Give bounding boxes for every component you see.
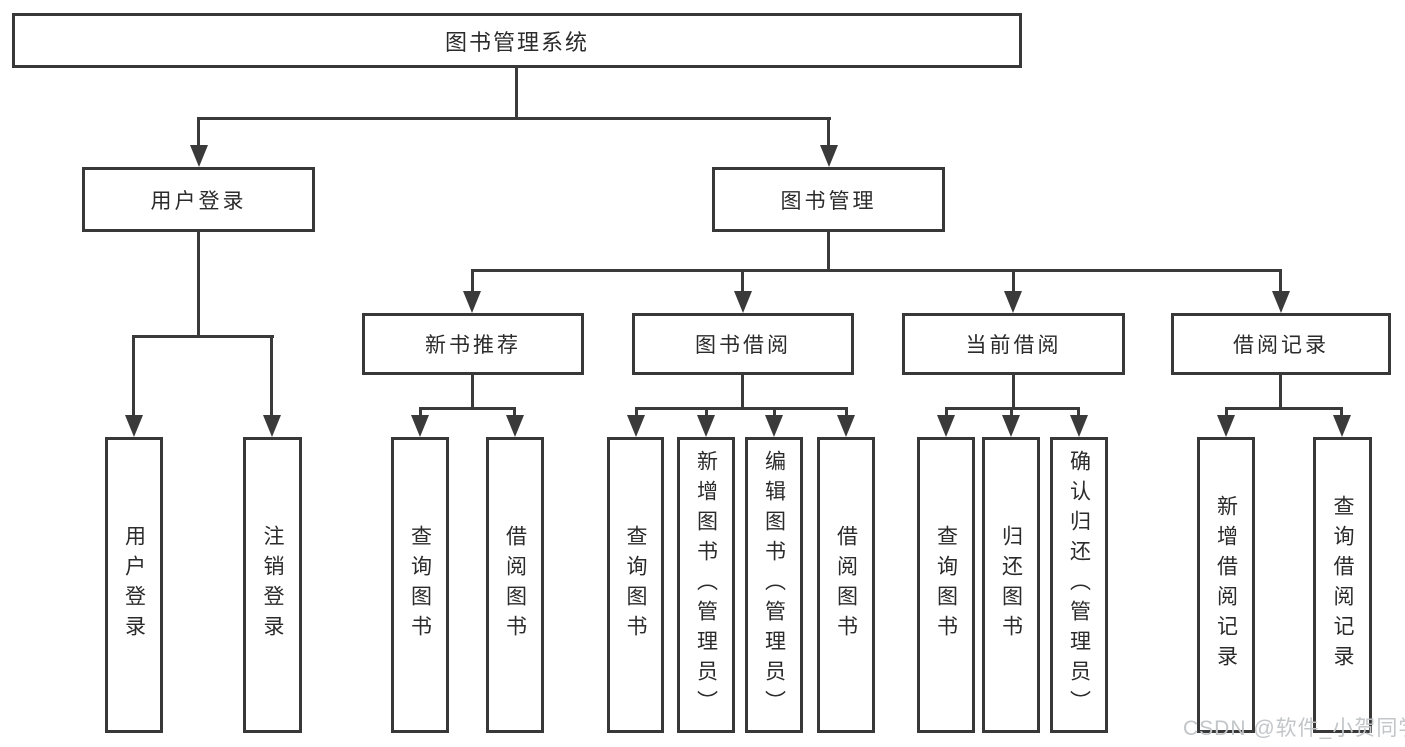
connector-hline <box>419 407 516 410</box>
connector-vline <box>471 373 474 409</box>
connector-vline <box>419 407 422 418</box>
connector-vline <box>1279 373 1282 409</box>
leaf-user-login: 用户登录 <box>105 437 163 733</box>
connector-arrowhead <box>1002 415 1020 437</box>
connector-vline <box>197 231 200 337</box>
connector-hline <box>471 269 1282 272</box>
connector-hline <box>1225 407 1343 410</box>
leaf-label: 借阅图书 <box>834 525 858 645</box>
connector-vline <box>1340 407 1343 418</box>
connector-arrowhead <box>734 291 752 313</box>
node-user-login: 用户登录 <box>82 167 315 232</box>
leaf-label: 查询图书 <box>624 525 647 645</box>
leaf-label: 新增图书（管理员） <box>694 450 718 720</box>
connector-arrowhead <box>1004 291 1022 313</box>
leaf-label: 查询图书 <box>934 525 958 645</box>
connector-hline <box>197 117 831 120</box>
leaf-borrow-books: 借阅图书 <box>486 437 544 733</box>
leaf-edit-book-admin: 编辑图书（管理员） <box>745 437 803 733</box>
leaf-query-borrow-record: 查询借阅记录 <box>1313 437 1372 733</box>
connector-arrowhead <box>765 415 783 437</box>
leaf-label: 借阅图书 <box>503 525 527 645</box>
leaf-label: 用户登录 <box>122 525 146 645</box>
connector-arrowhead <box>937 415 955 437</box>
connector-vline <box>1077 407 1080 418</box>
node-label: 借阅记录 <box>1233 334 1329 357</box>
connector-arrowhead <box>697 415 715 437</box>
connector-vline <box>1279 269 1282 294</box>
connector-hline <box>635 407 847 410</box>
connector-vline <box>773 407 776 418</box>
connector-arrowhead <box>263 415 281 437</box>
connector-vline <box>1012 269 1015 294</box>
node-label: 图书借阅 <box>695 334 791 357</box>
leaf-confirm-return-admin: 确认归还（管理员） <box>1050 437 1108 733</box>
node-label: 图书管理 <box>780 189 877 213</box>
node-label: 新书推荐 <box>425 334 521 357</box>
connector-arrowhead <box>1217 415 1235 437</box>
connector-vline <box>827 117 830 148</box>
leaf-label: 归还图书 <box>999 525 1023 645</box>
leaf-label: 新增借阅记录 <box>1214 495 1238 675</box>
connector-vline <box>197 117 200 148</box>
connector-arrowhead <box>506 415 524 437</box>
connector-arrowhead <box>820 145 838 167</box>
node-current-borrowing: 当前借阅 <box>902 313 1125 375</box>
connector-arrowhead <box>837 415 855 437</box>
node-label: 当前借阅 <box>965 334 1062 357</box>
leaf-label: 查询图书 <box>408 525 432 645</box>
node-borrowing-records: 借阅记录 <box>1171 313 1391 375</box>
leaf-add-book-admin: 新增图书（管理员） <box>677 437 735 733</box>
watermark-text: CSDN @软件_小贺同学 <box>1183 717 1405 740</box>
connector-vline <box>515 66 518 119</box>
connector-arrowhead <box>627 415 645 437</box>
leaf-logout: 注销登录 <box>243 437 302 733</box>
leaf-add-borrow-record: 新增借阅记录 <box>1197 437 1255 733</box>
connector-vline <box>705 407 708 418</box>
connector-vline <box>1010 407 1013 418</box>
connector-vline <box>471 269 474 294</box>
connector-vline <box>741 373 744 409</box>
connector-arrowhead <box>1070 415 1088 437</box>
connector-vline <box>1225 407 1228 418</box>
leaf-return-books: 归还图书 <box>982 437 1040 733</box>
connector-vline <box>827 231 830 271</box>
leaf-label: 编辑图书（管理员） <box>762 450 786 720</box>
connector-vline <box>132 335 135 417</box>
leaf-query-books: 查询图书 <box>607 437 664 733</box>
node-library-system: 图书管理系统 <box>12 13 1022 68</box>
connector-vline <box>270 335 273 417</box>
leaf-query-books: 查询图书 <box>391 437 449 733</box>
leaf-label: 确认归还（管理员） <box>1067 450 1091 720</box>
leaf-label: 查询借阅记录 <box>1331 495 1354 675</box>
node-new-book-recommendation: 新书推荐 <box>362 313 584 375</box>
connector-arrowhead <box>1333 415 1351 437</box>
connector-vline <box>945 407 948 418</box>
node-book-management: 图书管理 <box>712 167 945 232</box>
leaf-borrow-books: 借阅图书 <box>817 437 875 733</box>
leaf-query-books: 查询图书 <box>917 437 975 733</box>
node-label: 用户登录 <box>150 189 247 213</box>
connector-arrowhead <box>1272 291 1290 313</box>
connector-arrowhead <box>190 145 208 167</box>
connector-arrowhead <box>411 415 429 437</box>
node-label: 图书管理系统 <box>444 29 589 55</box>
connector-vline <box>513 407 516 418</box>
connector-arrowhead <box>125 415 143 437</box>
leaf-label: 注销登录 <box>261 525 284 645</box>
connector-hline <box>132 335 274 338</box>
connector-vline <box>635 407 638 418</box>
node-book-borrowing: 图书借阅 <box>632 313 854 375</box>
connector-vline <box>1012 373 1015 409</box>
connector-vline <box>845 407 848 418</box>
connector-arrowhead <box>463 291 481 313</box>
connector-vline <box>741 269 744 294</box>
